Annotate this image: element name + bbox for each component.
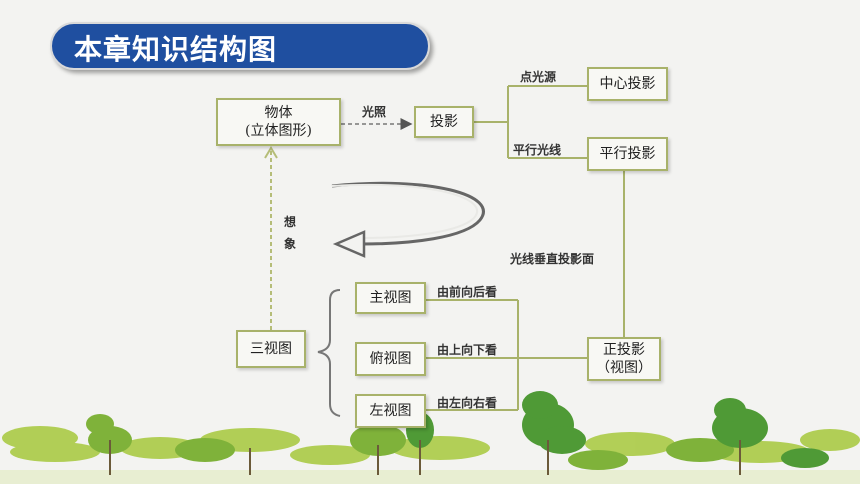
label-light: 光照 <box>362 105 387 119</box>
node-front-view-label: 主视图 <box>369 290 412 306</box>
node-parallel-projection: 平行投影 <box>587 137 668 171</box>
node-orthographic-sublabel: （视图） <box>596 360 652 376</box>
label-imagine-2: 象 <box>283 237 296 251</box>
node-object-sublabel: (立体图形) <box>245 123 312 139</box>
label-imagine-1: 想 <box>283 215 296 229</box>
node-central-projection: 中心投影 <box>587 67 668 101</box>
node-object: 物体 (立体图形) <box>216 98 341 146</box>
brace <box>317 289 341 417</box>
title-banner: 本章知识结构图 <box>50 22 430 70</box>
node-orthographic-label: 正投影 <box>603 342 645 358</box>
label-top-to-bottom: 由上向下看 <box>437 343 498 357</box>
node-projection: 投影 <box>414 106 474 138</box>
page-title: 本章知识结构图 <box>74 33 278 66</box>
node-orthographic-projection: 正投影 （视图） <box>587 337 661 381</box>
label-front-to-back: 由前向后看 <box>437 285 498 299</box>
label-perpendicular: 光线垂直投影面 <box>510 252 595 266</box>
curved-arrow <box>331 181 485 246</box>
label-point-light: 点光源 <box>520 70 557 84</box>
label-parallel-light: 平行光线 <box>513 143 562 157</box>
node-object-label: 物体 <box>264 105 293 121</box>
node-front-view: 主视图 <box>355 282 426 314</box>
node-three-views-label: 三视图 <box>250 341 292 357</box>
node-central-label: 中心投影 <box>599 76 656 92</box>
node-parallel-label: 平行投影 <box>599 146 656 162</box>
node-top-view-label: 俯视图 <box>369 351 412 367</box>
label-left-to-right: 由左向右看 <box>437 396 498 410</box>
node-left-view: 左视图 <box>355 394 426 428</box>
node-left-view-label: 左视图 <box>369 403 412 419</box>
node-projection-label: 投影 <box>430 114 458 130</box>
node-three-views: 三视图 <box>236 330 306 368</box>
node-top-view: 俯视图 <box>355 342 426 376</box>
